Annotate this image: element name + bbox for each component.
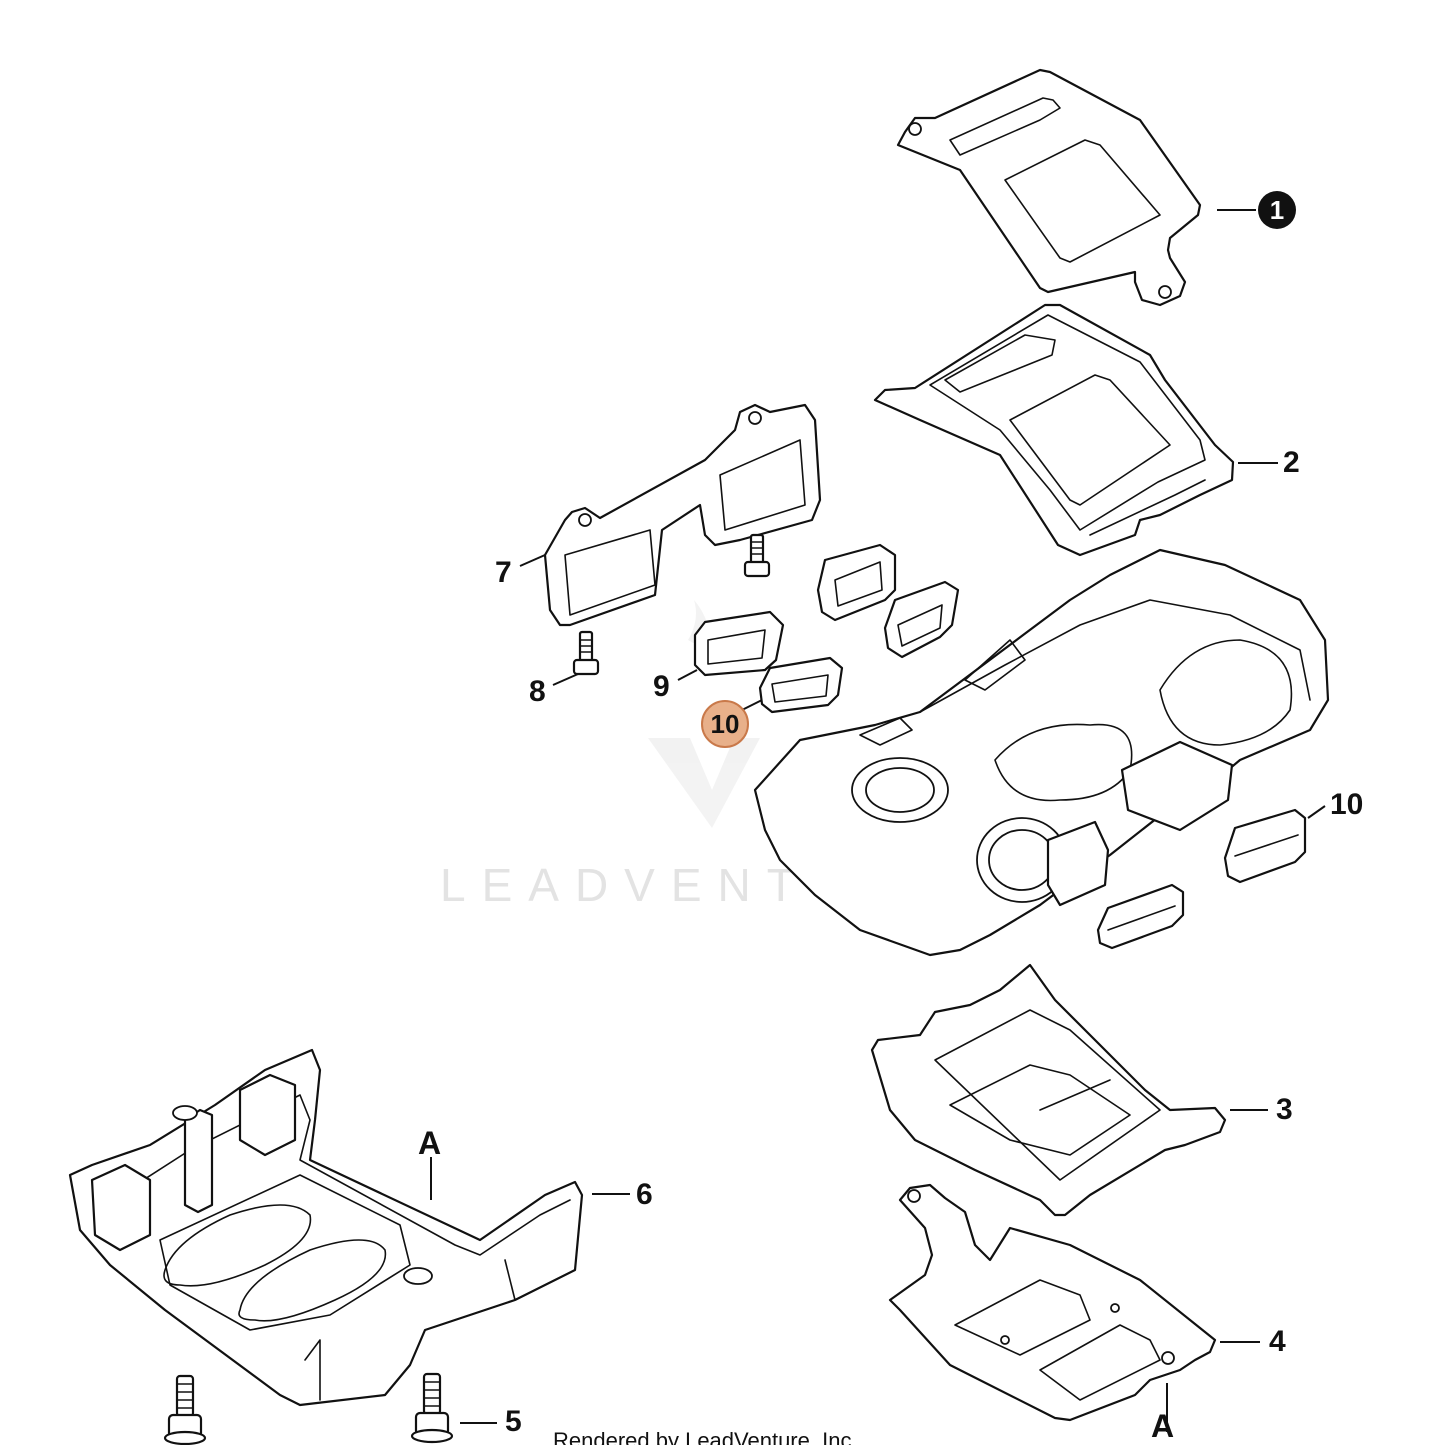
part-1-heat-shield <box>896 68 1202 307</box>
callout-3: 3 <box>1276 1093 1293 1126</box>
part-4-shield <box>888 1183 1217 1422</box>
callout-6: 6 <box>636 1178 653 1211</box>
muffler-body <box>753 548 1330 957</box>
callout-5: 5 <box>505 1405 522 1438</box>
callout-10-highlighted[interactable]: 10 <box>701 700 749 748</box>
part-8-screw <box>572 630 600 676</box>
callout-4: 4 <box>1269 1325 1286 1358</box>
callout-8: 8 <box>529 675 546 708</box>
callout-10: 10 <box>1330 788 1364 821</box>
part-3-cover <box>870 963 1227 1217</box>
callout-1: 1 <box>1258 191 1296 229</box>
part-10-seal <box>758 656 844 714</box>
part-10-seal <box>1223 808 1307 884</box>
part-10-seal <box>1096 883 1185 950</box>
part-5-screw <box>410 1372 454 1444</box>
leader-lines <box>430 209 1326 1432</box>
part-9-gasket <box>816 543 897 622</box>
part-6-housing <box>68 1048 584 1407</box>
callout-2: 2 <box>1283 446 1300 479</box>
callout-9: 9 <box>653 670 670 703</box>
section-mark-top: A <box>418 1125 442 1161</box>
part-10-seal <box>883 580 960 659</box>
part-9-gasket <box>693 610 785 677</box>
footer-credit: Rendered by LeadVenture, Inc. <box>553 1428 858 1445</box>
part-7-bracket <box>543 403 822 627</box>
section-mark-bottom: A <box>1151 1408 1175 1444</box>
part-8-screw <box>743 533 771 578</box>
part-2-heat-shield <box>873 303 1235 557</box>
part-5-screw <box>163 1374 207 1445</box>
callout-7: 7 <box>495 556 512 589</box>
